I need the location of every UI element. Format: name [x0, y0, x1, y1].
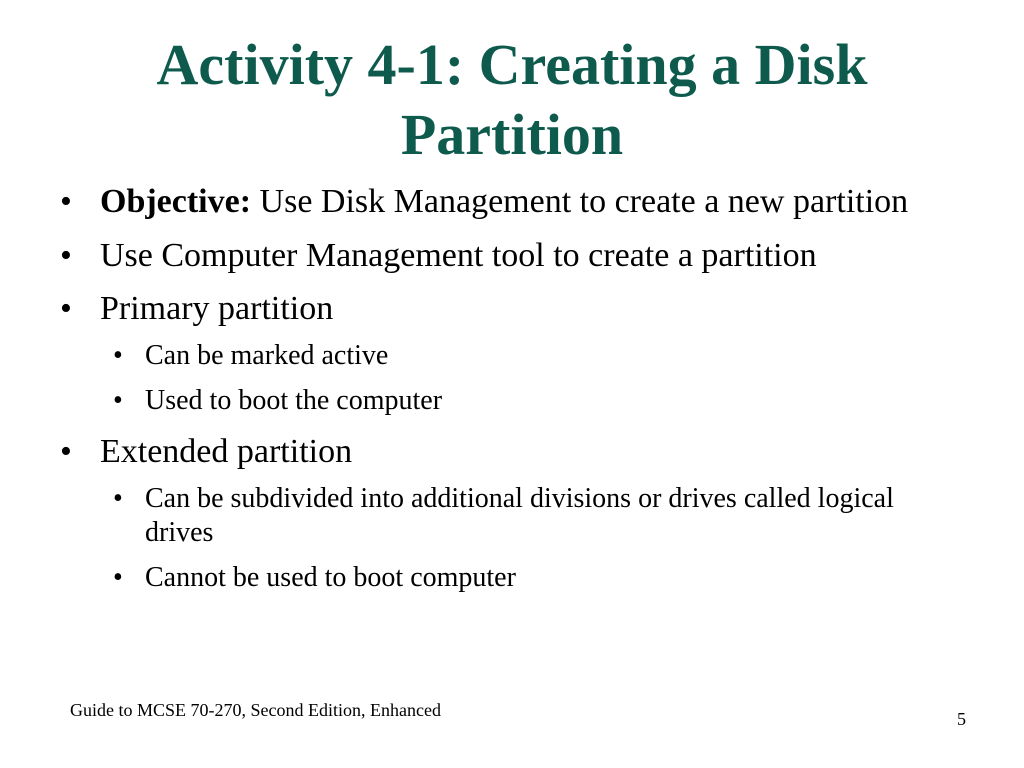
page-number: 5: [957, 709, 966, 729]
bullet-primary-partition: • Primary partition: [0, 289, 1024, 329]
sub-bullet-dot: •: [113, 385, 123, 416]
bullet-text: Primary partition: [100, 290, 334, 327]
bullet-list: • Objective: Use Disk Management to crea…: [0, 182, 1024, 606]
bullet-dot: •: [60, 183, 72, 220]
bullet-dot: •: [60, 433, 72, 470]
sub-bullet-boot-computer: • Used to boot the computer: [0, 384, 1024, 418]
sub-bullet-marked-active: • Can be marked active: [0, 339, 1024, 373]
bullet-text: Extended partition: [100, 433, 353, 470]
bullet-extended-partition: • Extended partition: [0, 432, 1024, 472]
bullet-dot: •: [60, 290, 72, 327]
bullet-text: Use Computer Management tool to create a…: [100, 237, 817, 274]
bullet-computer-management: • Use Computer Management tool to create…: [0, 236, 1024, 276]
sub-bullet-text: Can be subdivided into additional divisi…: [145, 483, 894, 548]
bullet-dot: •: [60, 237, 72, 274]
sub-bullet-dot: •: [113, 483, 123, 514]
objective-text: Use Disk Management to create a new part…: [251, 183, 909, 220]
sub-bullet-logical-drives: • Can be subdivided into additional divi…: [0, 482, 1024, 550]
sub-bullet-dot: •: [113, 340, 123, 371]
bullet-objective: • Objective: Use Disk Management to crea…: [0, 182, 1024, 222]
sub-bullet-cannot-boot: • Cannot be used to boot computer: [0, 561, 1024, 595]
sub-bullet-text: Can be marked active: [145, 340, 389, 371]
slide-title: Activity 4-1: Creating a Disk Partition: [156, 32, 868, 167]
objective-label: Objective:: [100, 183, 252, 220]
footer-source: Guide to MCSE 70-270, Second Edition, En…: [70, 700, 441, 720]
sub-bullet-text: Cannot be used to boot computer: [145, 562, 516, 593]
sub-bullet-dot: •: [113, 562, 123, 593]
sub-bullet-text: Used to boot the computer: [145, 385, 443, 416]
